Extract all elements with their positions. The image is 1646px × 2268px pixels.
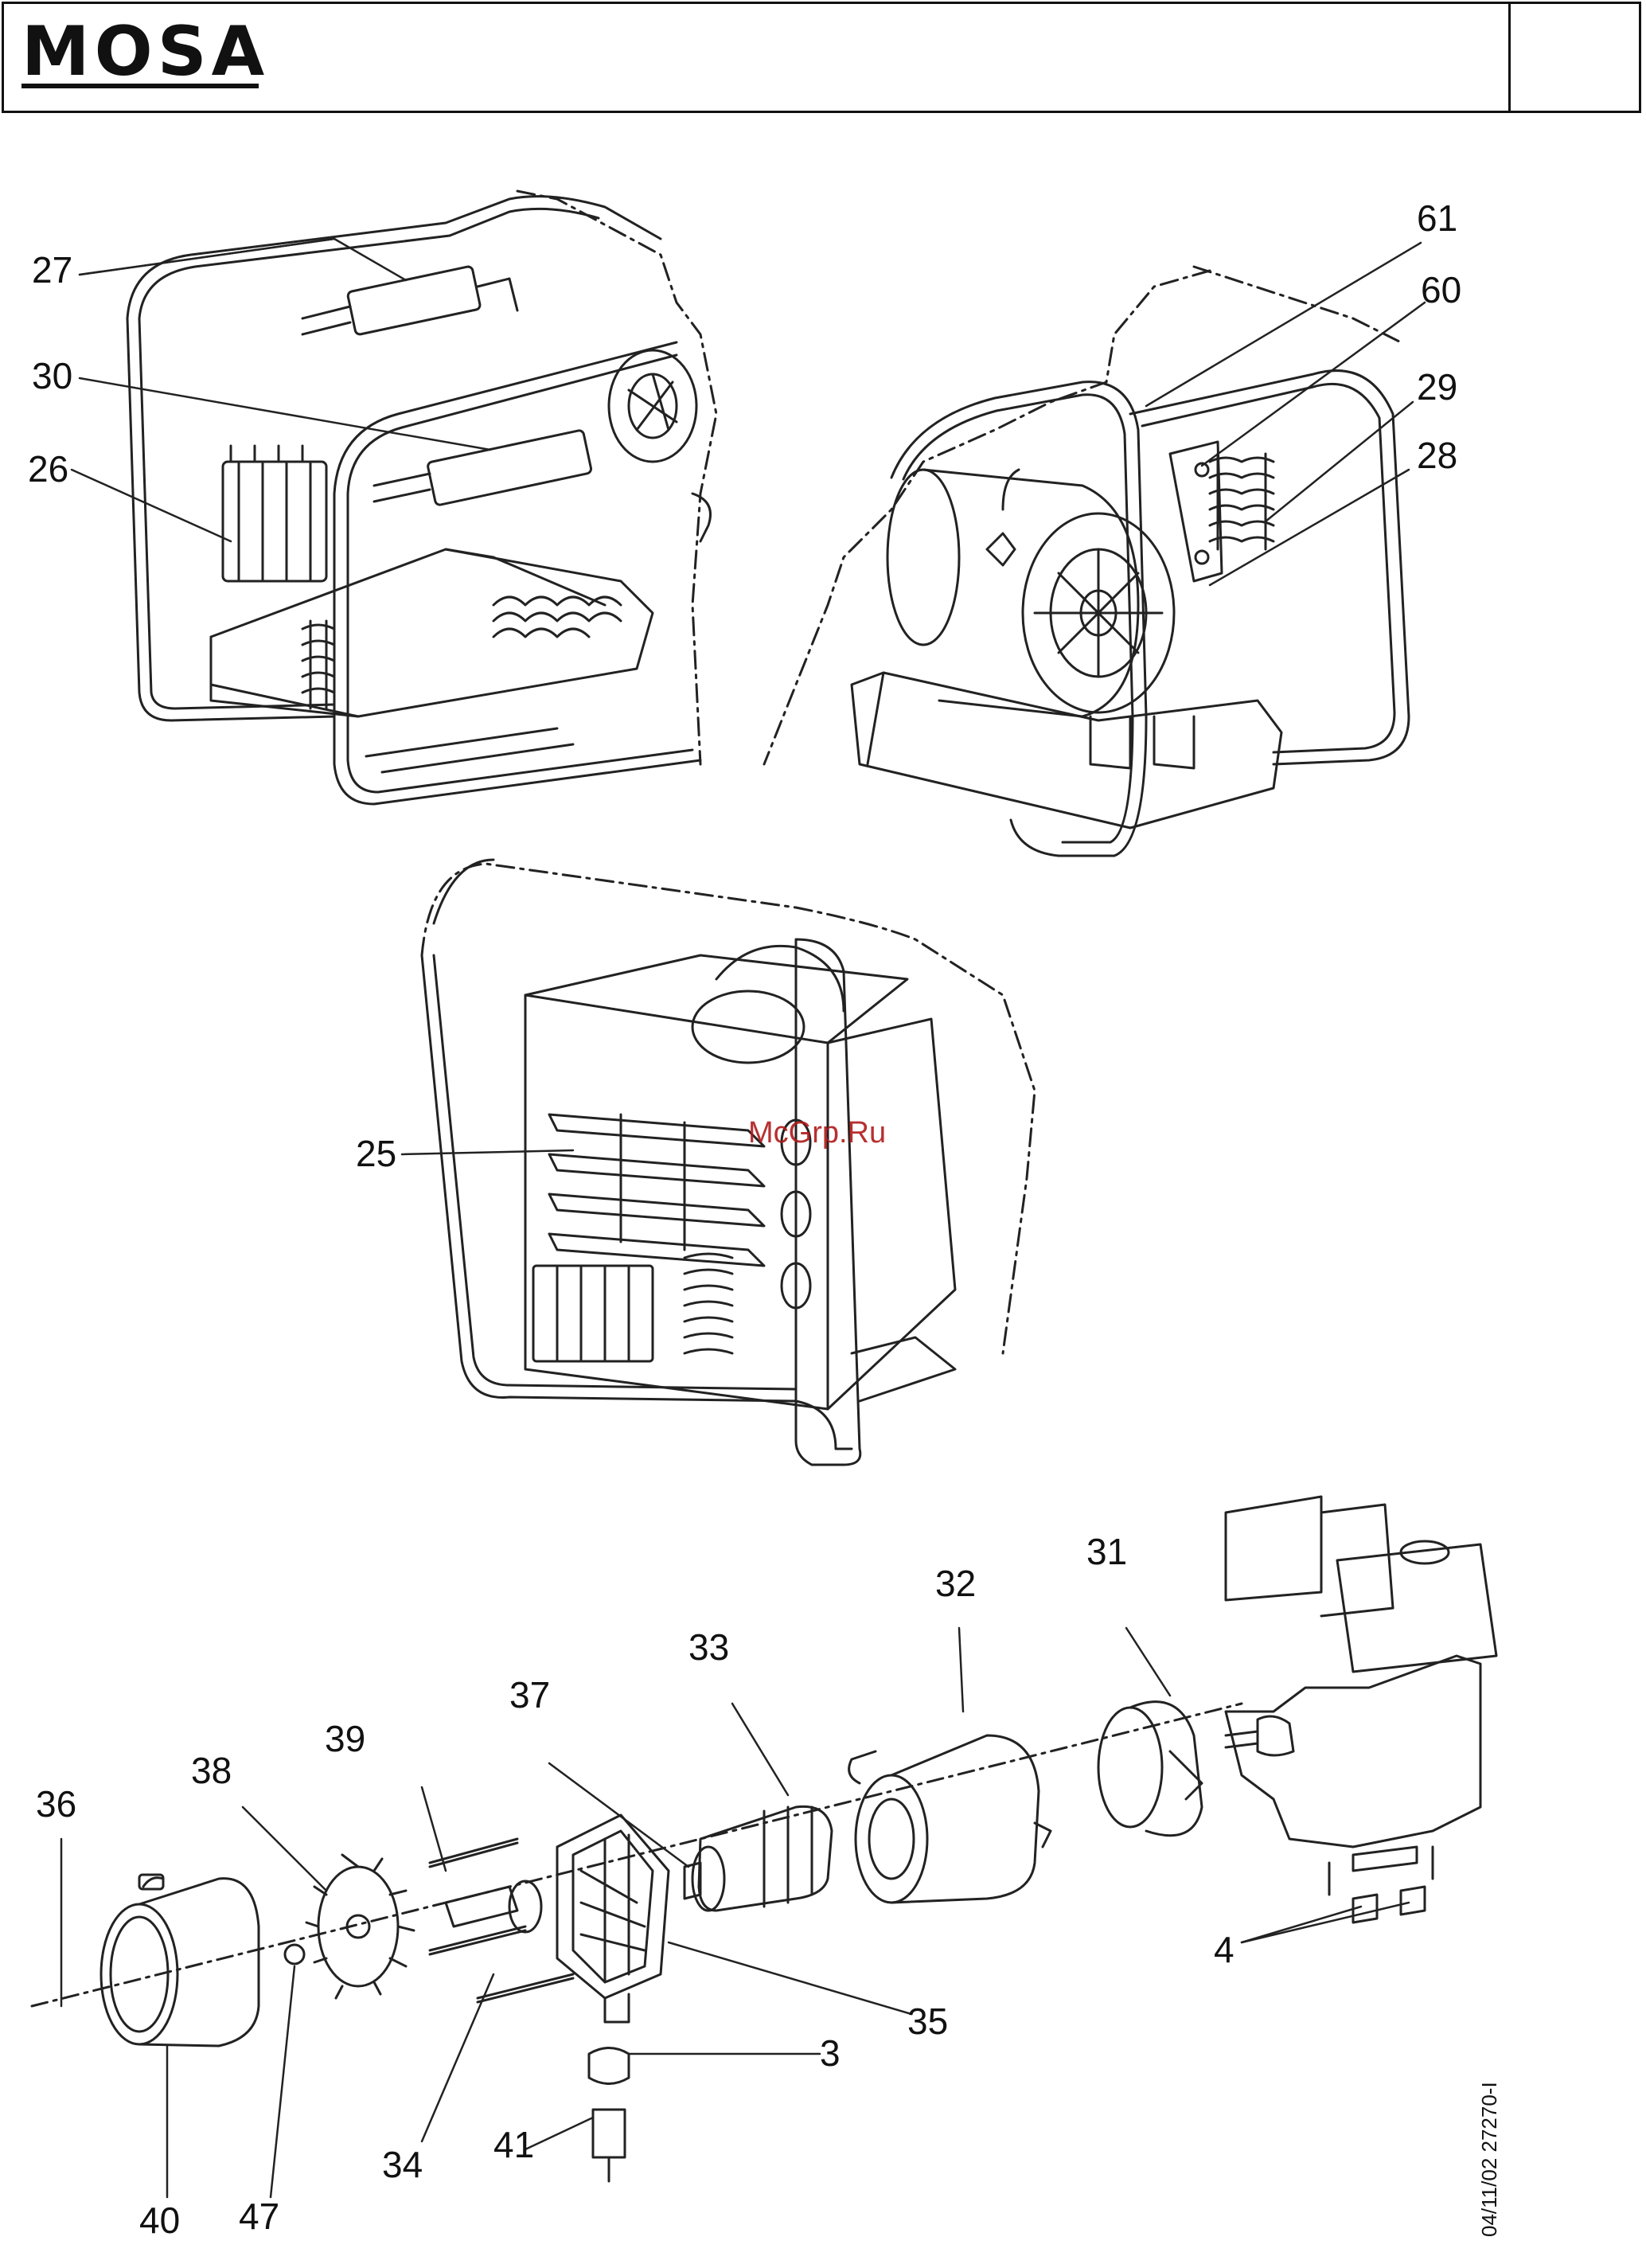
callout-36: 36 <box>36 1783 76 1825</box>
callout-35: 35 <box>907 2001 948 2042</box>
callout-25: 25 <box>356 1133 396 1174</box>
callout-4: 4 <box>1214 1929 1234 1970</box>
callout-3: 3 <box>820 2032 841 2074</box>
logo-underline <box>21 84 259 88</box>
callout-29: 29 <box>1417 366 1457 408</box>
callout-labels: 27 30 26 61 60 29 28 25 32 31 33 37 39 3… <box>28 197 1461 2241</box>
control-box-view <box>422 860 1035 1465</box>
callout-39: 39 <box>325 1718 365 1759</box>
alternator-exploded-view <box>32 1497 1496 2181</box>
callout-32: 32 <box>935 1563 976 1604</box>
callout-31: 31 <box>1086 1531 1127 1572</box>
document-reference: 04/11/02 27270-I <box>1477 2082 1501 2237</box>
callout-34: 34 <box>382 2144 423 2185</box>
callout-26: 26 <box>28 448 68 490</box>
callout-41: 41 <box>493 2124 534 2165</box>
exploded-parts-diagram: 27 30 26 61 60 29 28 25 32 31 33 37 39 3… <box>0 113 1646 2268</box>
mosa-logo: MOSA <box>21 15 260 88</box>
page-code-box <box>1512 12 1640 100</box>
frame-rear-view <box>764 267 1409 856</box>
watermark: McGrp.Ru <box>748 1116 886 1150</box>
callout-61: 61 <box>1417 197 1457 239</box>
callout-27: 27 <box>32 249 72 291</box>
callout-28: 28 <box>1417 435 1457 476</box>
callout-33: 33 <box>688 1626 729 1668</box>
frame-side-view <box>127 191 716 804</box>
brand-name: MOSA <box>21 15 260 88</box>
callout-37: 37 <box>509 1674 550 1716</box>
callout-47: 47 <box>239 2196 279 2237</box>
callout-38: 38 <box>191 1750 232 1791</box>
callout-30: 30 <box>32 355 72 396</box>
header-divider <box>1508 4 1511 111</box>
page-header: MOSA <box>2 2 1641 113</box>
callout-40: 40 <box>139 2200 180 2241</box>
callout-60: 60 <box>1421 269 1461 310</box>
